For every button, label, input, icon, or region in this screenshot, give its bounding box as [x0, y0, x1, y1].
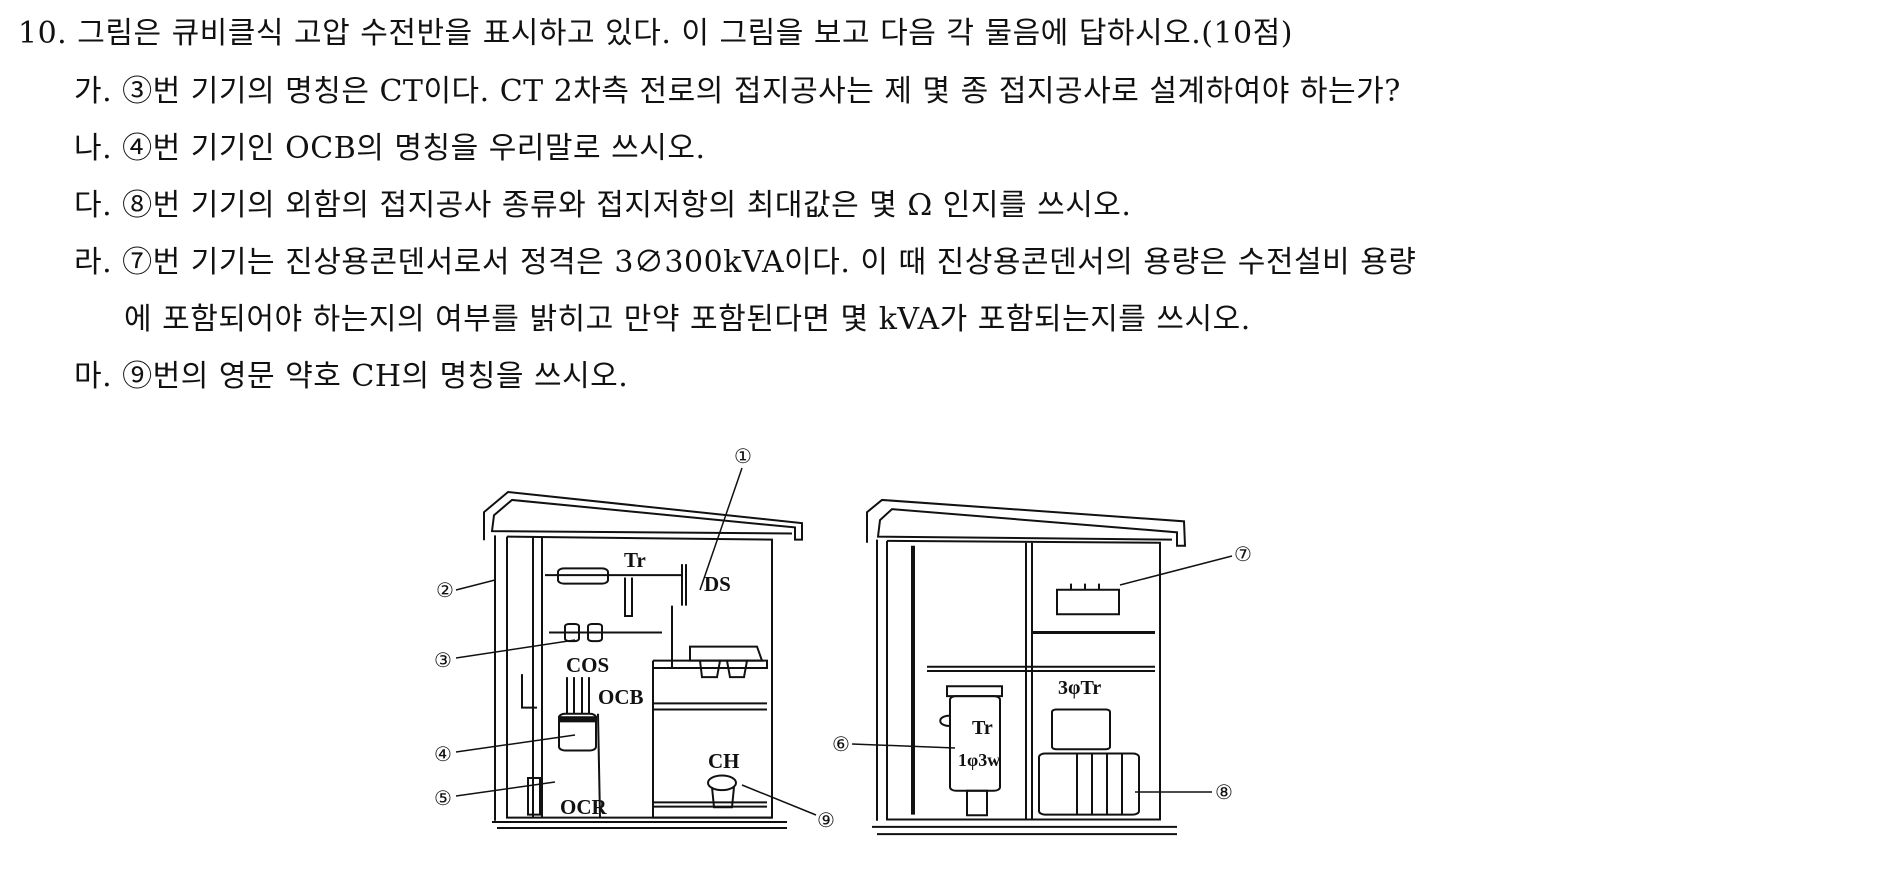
callout-9: ⑨ — [817, 810, 835, 832]
label-tr-single-spec: 1φ3w — [958, 750, 1000, 770]
leader-lines — [455, 467, 1233, 816]
question-title: 10. 그림은 큐비클식 고압 수전반을 표시하고 있다. 이 그림을 보고 다… — [18, 16, 1293, 51]
callout-1: ① — [734, 446, 752, 468]
left-cabinet — [484, 492, 802, 828]
label-tr: Tr — [624, 548, 646, 572]
label-cos: COS — [566, 653, 609, 677]
callout-2: ② — [436, 580, 454, 602]
callout-6: ⑥ — [832, 734, 850, 756]
callout-7: ⑦ — [1234, 544, 1252, 566]
label-tr-three-phase: 3φTr — [1058, 677, 1101, 699]
question-item-ga: 가. ③번 기기의 명칭은 CT이다. CT 2차측 전로의 접지공사는 제 몇… — [74, 74, 1401, 109]
callout-3: ③ — [434, 650, 452, 672]
callout-4: ④ — [434, 744, 452, 766]
right-cabinet — [867, 500, 1185, 834]
label-ds: DS — [704, 572, 731, 596]
label-ocb: OCB — [598, 685, 644, 709]
callout-5: ⑤ — [434, 788, 452, 810]
callouts: ① ② ③ ④ ⑤ ⑥ ⑦ ⑧ ⑨ — [434, 446, 1252, 832]
label-tr-single: Tr — [972, 717, 993, 739]
question-item-ma: 마. ⑨번의 영문 약호 CH의 명칭을 쓰시오. — [74, 359, 629, 394]
question-item-ra: 라. ⑦번 기기는 진상용콘덴서로서 정격은 3∅300kVA이다. 이 때 진… — [74, 245, 1417, 280]
label-ch: CH — [708, 749, 740, 773]
callout-8: ⑧ — [1215, 782, 1233, 804]
question-item-na: 나. ④번 기기인 OCB의 명칭을 우리말로 쓰시오. — [74, 131, 706, 166]
question-item-ra-cont: 에 포함되어야 하는지의 여부를 밝히고 만약 포함된다면 몇 kVA가 포함되… — [124, 302, 1251, 337]
question-item-da: 다. ⑧번 기기의 외함의 접지공사 종류와 접지저항의 최대값은 몇 Ω 인지… — [74, 188, 1132, 223]
label-ocr: OCR — [560, 795, 608, 819]
